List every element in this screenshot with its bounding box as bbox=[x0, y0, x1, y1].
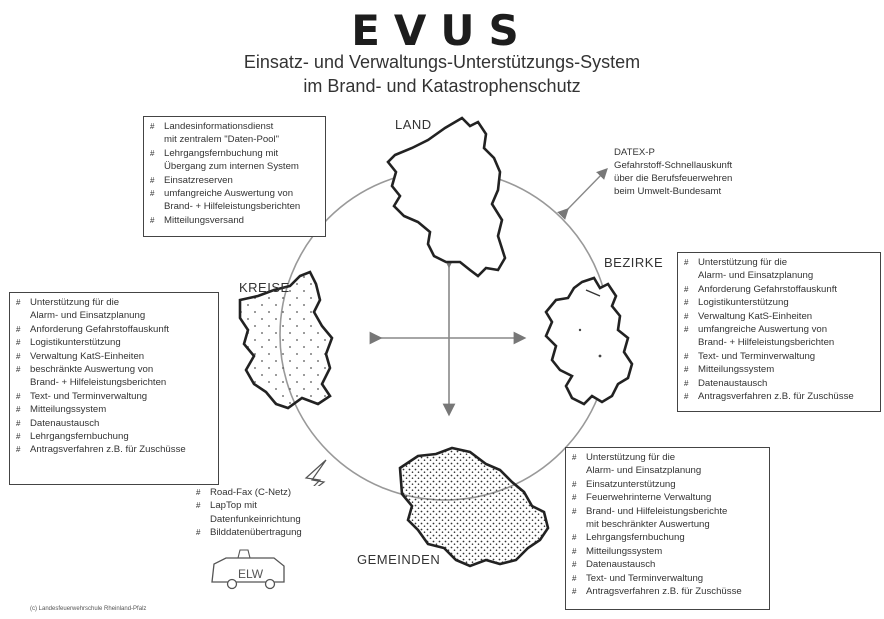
list-item: Brand- + Hilfeleistungsberichten bbox=[698, 337, 835, 349]
list-item: mit beschränkter Auswertung bbox=[586, 519, 710, 531]
list-item: Antragsverfahren z.B. für Zuschüsse bbox=[16, 443, 213, 456]
list-item: Feuerwehrinterne Verwaltung bbox=[572, 491, 764, 504]
list-item: Einsatzreserven bbox=[150, 174, 320, 187]
list-item: Mitteilungssystem bbox=[16, 403, 213, 416]
datex-arrow bbox=[557, 167, 608, 220]
subtitle-line-2: im Brand- und Katastrophenschutz bbox=[303, 76, 581, 96]
list-item: Brand- und Hilfeleistungsberichte bbox=[572, 505, 764, 518]
list-item: Brand- + Hilfeleistungsberichten bbox=[30, 377, 167, 389]
bezirke-shape bbox=[544, 276, 634, 406]
mobile-features-list: Road-Fax (C-Netz)LapTop mitDatenfunkeinr… bbox=[196, 486, 326, 546]
list-item: Unterstützung für die bbox=[684, 256, 875, 269]
node-label-bezirke: BEZIRKE bbox=[604, 255, 664, 270]
list-item: Logistikunterstützung bbox=[684, 296, 875, 309]
list-item: Übergang zum internen System bbox=[164, 161, 299, 173]
datex-line: beim Umwelt-Bundesamt bbox=[614, 186, 722, 197]
list-item: Datenaustausch bbox=[16, 417, 213, 430]
list-item: Mitteilungssystem bbox=[684, 363, 875, 376]
list-item: Alarm- und Einsatzplanung bbox=[698, 270, 814, 282]
land-shape bbox=[386, 116, 507, 278]
list-item: Logistikunterstützung bbox=[16, 336, 213, 349]
elw-vehicle-icon bbox=[211, 549, 285, 590]
list-item: Brand- + Hilfeleistungsberichten bbox=[164, 201, 301, 213]
list-item: umfangreiche Auswertung von bbox=[150, 187, 320, 200]
footer-credit: (c) Landesfeuerwehrschule Rheinland-Pfal… bbox=[30, 606, 147, 612]
node-label-land: LAND bbox=[395, 117, 432, 132]
gemeinden-shape bbox=[398, 446, 550, 568]
list-item: Lehrgangsfernbuchung bbox=[572, 531, 764, 544]
list-item: Unterstützung für die bbox=[572, 451, 764, 464]
list-item: Alarm- und Einsatzplanung bbox=[586, 465, 702, 477]
list-item: Text- und Terminverwaltung bbox=[684, 350, 875, 363]
list-item: Bilddatenübertragung bbox=[196, 526, 326, 539]
datex-line: über die Berufsfeuerwehren bbox=[614, 173, 733, 184]
list-item: Lehrgangsfernbuchung mit bbox=[150, 147, 320, 160]
list-item: Antragsverfahren z.B. für Zuschüsse bbox=[572, 585, 764, 598]
list-item: Text- und Terminverwaltung bbox=[16, 390, 213, 403]
list-item: mit zentralem "Daten-Pool" bbox=[164, 134, 280, 146]
list-item: Anforderung Gefahrstoffauskunft bbox=[684, 283, 875, 296]
datex-title: DATEX-P bbox=[614, 147, 655, 158]
list-item: Verwaltung KatS-Einheiten bbox=[684, 310, 875, 323]
node-label-kreise: KREISE bbox=[239, 280, 290, 295]
list-item: Datenfunkeinrichtung bbox=[210, 513, 301, 525]
list-item: beschränkte Auswertung von bbox=[16, 363, 213, 376]
kreise-shape bbox=[238, 270, 334, 410]
node-label-gemeinden: GEMEINDEN bbox=[357, 552, 441, 567]
elw-label: ELW bbox=[238, 567, 264, 581]
list-item: Alarm- und Einsatzplanung bbox=[30, 310, 146, 322]
datex-block: DATEX-P Gefahrstoff-Schnellauskunft über… bbox=[614, 146, 732, 198]
list-item: Landesinformationsdienst bbox=[150, 120, 320, 133]
list-item: Text- und Terminverwaltung bbox=[572, 572, 764, 585]
list-item: umfangreiche Auswertung von bbox=[684, 323, 875, 336]
list-item: Verwaltung KatS-Einheiten bbox=[16, 350, 213, 363]
list-item: Road-Fax (C-Netz) bbox=[196, 486, 326, 499]
list-item: Datenaustausch bbox=[684, 377, 875, 390]
list-item: Datenaustausch bbox=[572, 558, 764, 571]
page-title: EVUS bbox=[351, 6, 533, 55]
list-item: Mitteilungssystem bbox=[572, 545, 764, 558]
list-item: Antragsverfahren z.B. für Zuschüsse bbox=[684, 390, 875, 403]
datex-line: Gefahrstoff-Schnellauskunft bbox=[614, 160, 733, 171]
list-item: Einsatzunterstützung bbox=[572, 478, 764, 491]
list-item: Lehrgangsfernbuchung bbox=[16, 430, 213, 443]
list-item: Unterstützung für die bbox=[16, 296, 213, 309]
list-item: Anforderung Gefahrstoffauskunft bbox=[16, 323, 213, 336]
list-item: LapTop mit bbox=[196, 499, 326, 512]
list-item: Mitteilungsversand bbox=[150, 214, 320, 227]
subtitle-line-1: Einsatz- und Verwaltungs-Unterstützungs-… bbox=[243, 52, 641, 72]
